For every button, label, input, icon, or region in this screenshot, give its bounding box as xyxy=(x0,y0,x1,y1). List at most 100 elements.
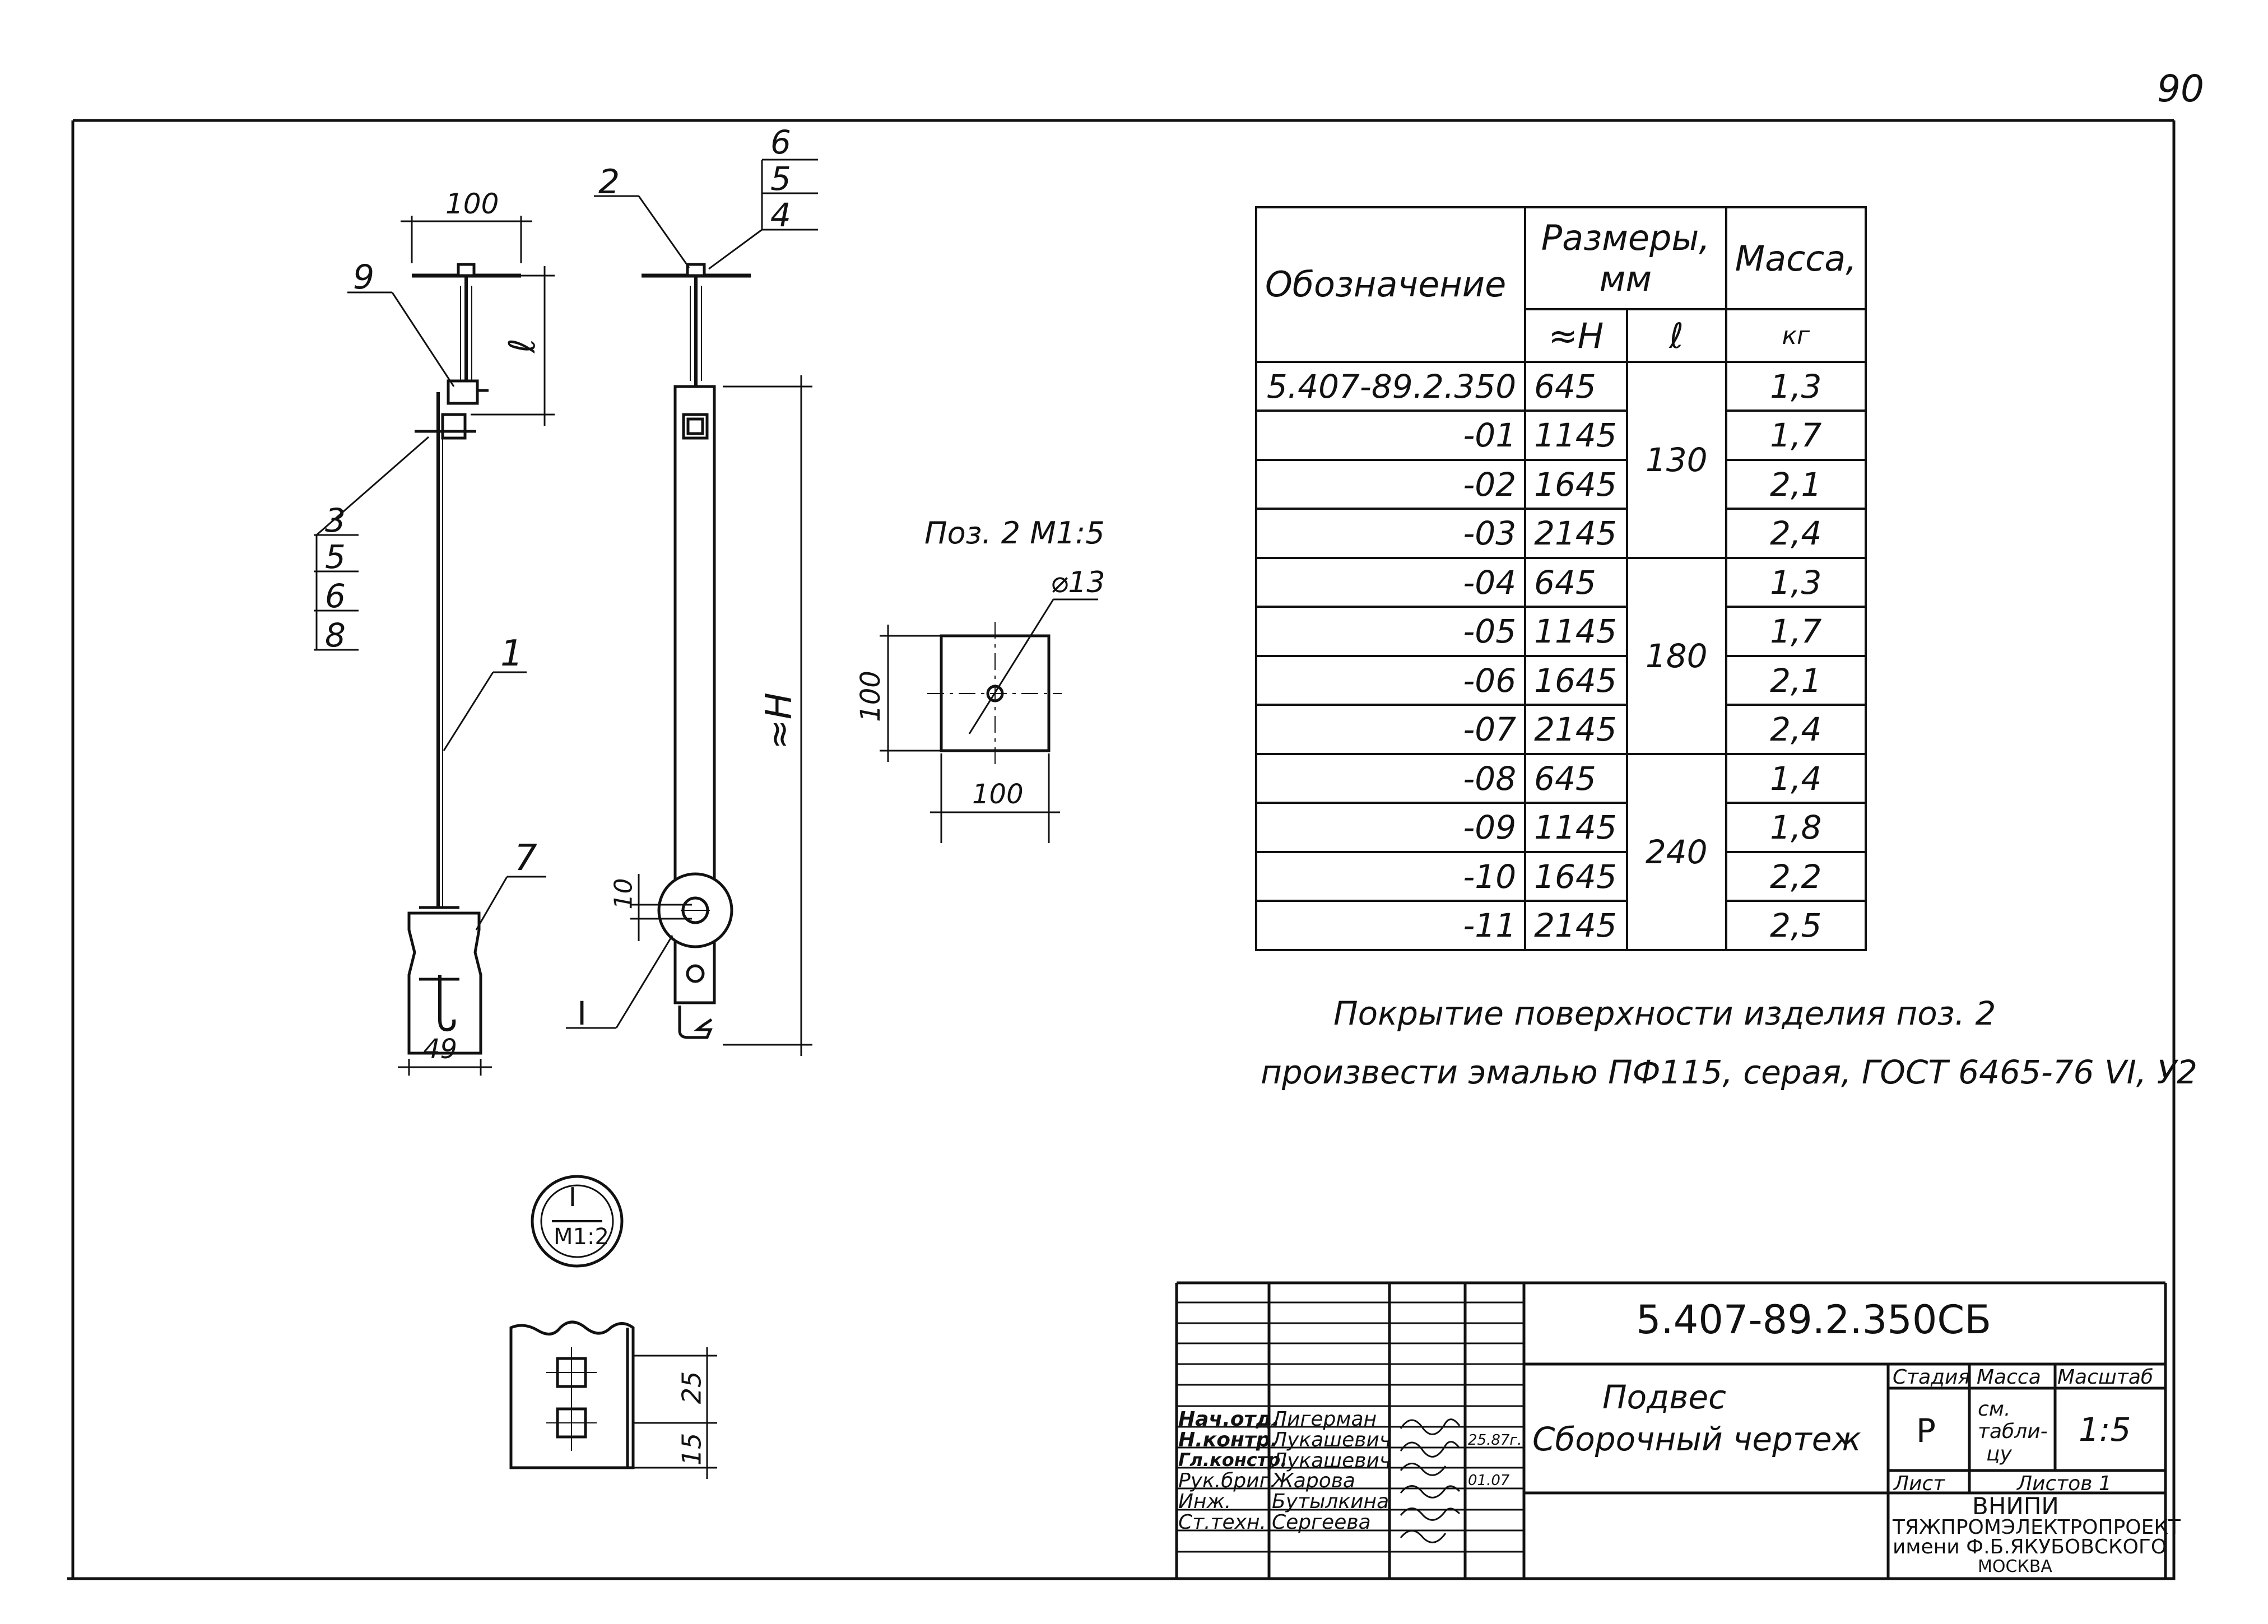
detail-circle-mark xyxy=(531,1175,624,1268)
section-mark-I: I xyxy=(577,994,587,1032)
row-mass: 2,5 xyxy=(1725,900,1867,951)
stage-label: Стадия xyxy=(1893,1366,1970,1389)
row-h: 1645 xyxy=(1524,458,1628,510)
staff-name: Сергеева xyxy=(1272,1511,1371,1534)
row-designation: -03 xyxy=(1254,508,1527,559)
staff-role: Рук.бриг. xyxy=(1178,1469,1277,1492)
row-h: 1645 xyxy=(1524,850,1628,902)
sheet-label: Лист xyxy=(1894,1472,1945,1495)
scale-value: 1:5 xyxy=(2079,1411,2131,1449)
dim-49 xyxy=(398,1059,492,1076)
row-designation: -10 xyxy=(1254,850,1527,902)
l-group-180: 180 xyxy=(1625,556,1727,755)
dim-H xyxy=(723,375,812,1056)
staff-role: Инж. xyxy=(1178,1490,1231,1513)
row-h: 1145 xyxy=(1524,410,1628,461)
staff-role: Ст.техн. xyxy=(1178,1511,1266,1534)
row-h: 2145 xyxy=(1524,704,1628,755)
row-mass: 1,4 xyxy=(1725,752,1867,804)
mass-label: Масса xyxy=(1977,1366,2041,1389)
callout-8: 8 xyxy=(325,616,346,654)
callout-5-top: 5 xyxy=(770,160,791,198)
sheets-label: Листов 1 xyxy=(2017,1472,2112,1495)
header-mass-unit: кг xyxy=(1725,308,1867,363)
mass-value-1: см. xyxy=(1978,1398,2011,1421)
row-h: 2145 xyxy=(1524,508,1628,559)
row-designation: 5.407-89.2.350 xyxy=(1254,360,1527,412)
staff-name: Лукашевич xyxy=(1272,1449,1392,1472)
org-name-4: МОСКВА xyxy=(1978,1557,2052,1576)
coating-note-line-2: произвести эмалью ПФ115, серая, ГОСТ 646… xyxy=(1261,1053,2197,1091)
signatures xyxy=(1400,1418,1461,1543)
row-mass: 2,1 xyxy=(1725,654,1867,706)
org-name-1: ВНИПИ xyxy=(1972,1492,2059,1520)
row-designation: -06 xyxy=(1254,654,1527,706)
pos2-dims xyxy=(880,625,1060,843)
callout-2: 2 xyxy=(598,162,620,202)
dim-10 xyxy=(630,874,692,941)
product-name-1: Подвес xyxy=(1602,1378,1726,1416)
header-dimensions: Размеры, мм xyxy=(1524,206,1727,311)
front-callouts xyxy=(566,159,818,1029)
row-mass: 1,3 xyxy=(1725,556,1867,608)
row-mass: 1,7 xyxy=(1725,410,1867,461)
pos2-plate xyxy=(927,598,1098,765)
document-code: 5.407-89.2.350СБ xyxy=(1636,1297,1992,1343)
detail-dim-25: 25 xyxy=(676,1371,707,1404)
title-block-rows xyxy=(1177,1301,1524,1553)
staff-role: Гл.констр. xyxy=(1178,1449,1288,1471)
row-h: 2145 xyxy=(1524,900,1628,951)
hanger-front-view xyxy=(642,263,751,1039)
row-mass: 1,3 xyxy=(1725,360,1867,412)
row-designation: -07 xyxy=(1254,704,1527,755)
detail-dim-15: 15 xyxy=(676,1432,707,1466)
coating-note-line-1: Покрытие поверхности изделия поз. 2 xyxy=(1333,994,1996,1032)
staff-name: Бутылкина xyxy=(1272,1490,1389,1513)
callout-9: 9 xyxy=(353,258,375,297)
org-name-3: имени Ф.Б.ЯКУБОВСКОГО xyxy=(1893,1535,2167,1558)
detail-label-bottom: М1:2 xyxy=(554,1224,609,1250)
callout-3: 3 xyxy=(325,501,346,539)
stage-value: Р xyxy=(1916,1412,1936,1450)
pos2-dim-h-label: 100 xyxy=(854,671,886,722)
row-designation: -04 xyxy=(1254,556,1527,608)
dim-100-top-label: 100 xyxy=(445,188,499,220)
row-mass: 2,4 xyxy=(1725,704,1867,755)
callout-5-left: 5 xyxy=(325,538,346,576)
dim-l xyxy=(471,266,555,426)
row-mass: 2,2 xyxy=(1725,850,1867,902)
mass-value-3: цу xyxy=(1986,1442,2012,1465)
row-h: 1145 xyxy=(1524,606,1628,657)
l-group-130: 130 xyxy=(1625,360,1727,559)
staff-name: Лигерман xyxy=(1272,1408,1377,1431)
dim-49-label: 49 xyxy=(423,1034,458,1065)
row-designation: -02 xyxy=(1254,458,1527,510)
staff-name: Лукашевич xyxy=(1272,1428,1392,1451)
row-h: 645 xyxy=(1524,752,1628,804)
row-h: 1645 xyxy=(1524,654,1628,706)
dim-l-label: ℓ xyxy=(502,338,544,353)
org-name-2: ТЯЖПРОМЭЛЕКТРОПРОЕКТ xyxy=(1893,1516,2181,1539)
row-h: 645 xyxy=(1524,556,1628,608)
callout-leaders xyxy=(314,291,546,930)
row-designation: -11 xyxy=(1254,900,1527,951)
callout-7: 7 xyxy=(514,837,537,879)
row-designation: -01 xyxy=(1254,410,1527,461)
header-h: ≈H xyxy=(1524,308,1628,363)
row-mass: 2,4 xyxy=(1725,508,1867,559)
dim-H-label: ≈H xyxy=(758,692,800,750)
staff-date: 01.07 xyxy=(1468,1472,1510,1489)
product-name-2: Сборочный чертеж xyxy=(1532,1420,1861,1458)
detail-section xyxy=(509,1320,717,1479)
spec-table: Обозначение Размеры, мм Масса, ≈H ℓ кг 5… xyxy=(1254,206,1867,952)
